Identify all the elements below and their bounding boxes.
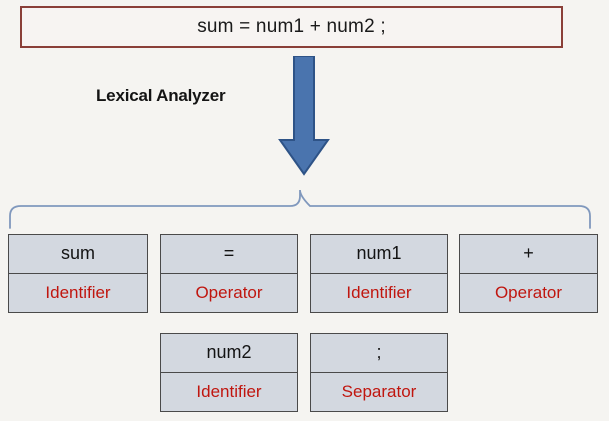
token-lexeme: + bbox=[460, 235, 597, 274]
grouping-brace bbox=[9, 189, 591, 229]
down-arrow-icon bbox=[278, 56, 330, 176]
token-type: Identifier bbox=[196, 381, 262, 401]
token-lexeme: sum bbox=[9, 235, 147, 274]
source-statement-box: sum = num1 + num2 ; bbox=[20, 6, 563, 48]
lexical-analyzer-label: Lexical Analyzer bbox=[96, 86, 226, 105]
token-card: num1 Identifier bbox=[310, 234, 448, 313]
token-card: = Operator bbox=[160, 234, 298, 313]
token-card: num2 Identifier bbox=[160, 333, 298, 412]
token-type: Operator bbox=[494, 282, 563, 302]
token-type: Identifier bbox=[45, 282, 111, 302]
token-card: sum Identifier bbox=[8, 234, 148, 313]
token-card: + Operator bbox=[459, 234, 598, 313]
token-type: Separator bbox=[341, 381, 417, 401]
source-statement-text: sum = num1 + num2 ; bbox=[197, 16, 386, 37]
token-lexeme: ; bbox=[311, 334, 447, 373]
token-type: Identifier bbox=[346, 282, 412, 302]
token-lexeme: num2 bbox=[161, 334, 297, 373]
token-type: Operator bbox=[195, 282, 263, 302]
token-lexeme: num1 bbox=[311, 235, 447, 274]
token-card: ; Separator bbox=[310, 333, 448, 412]
token-lexeme: = bbox=[161, 235, 297, 274]
